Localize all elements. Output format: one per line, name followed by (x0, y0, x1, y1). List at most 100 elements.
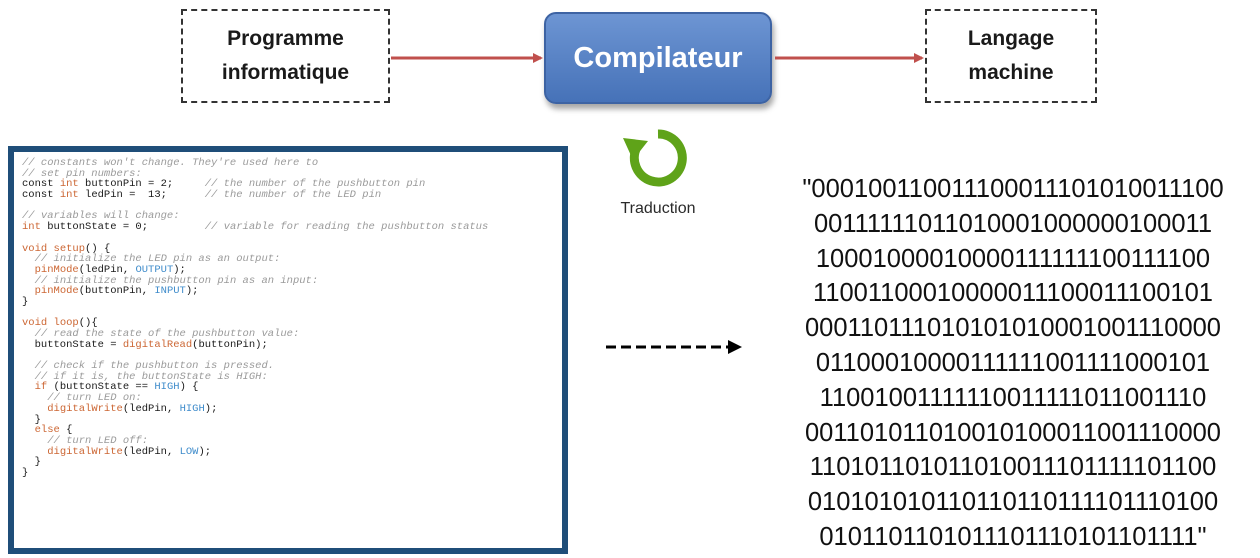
code-token: ); (173, 263, 186, 276)
code-line: } (22, 468, 554, 479)
code-token: const (22, 189, 60, 202)
binary-line: 10001000010000111111100111100 (815, 244, 1211, 273)
code-token: ); (204, 402, 218, 415)
code-token: setup (53, 242, 86, 255)
code-token: OUTPUT (135, 263, 174, 276)
code-token: HIGH (179, 402, 205, 415)
code-token: (ledPin, (78, 263, 136, 276)
code-line: pinMode(ledPin, OUTPUT); (22, 265, 554, 276)
code-token: int (59, 189, 79, 202)
binary-line: 00111111011010001000000100011 (813, 209, 1213, 238)
rotate-arrow-icon (623, 129, 687, 187)
code-token: ledPin = 13; (78, 189, 205, 202)
binary-line: 11001001111110011111011001110 (819, 383, 1207, 412)
code-token: buttonState = (22, 338, 123, 351)
code-token: // variables will change: (22, 210, 180, 223)
code-token: } (22, 295, 29, 308)
code-token: (){ (78, 317, 98, 330)
code-token: LOW (179, 445, 199, 458)
code-token: ); (185, 285, 199, 298)
compiler-box: Compilateur (544, 12, 772, 104)
code-token: { (59, 424, 73, 437)
code-line: const int ledPin = 13; // the number of … (22, 190, 554, 201)
code-line: // turn LED off: (22, 436, 554, 447)
code-line: digitalWrite(ledPin, LOW); (22, 445, 554, 458)
code-token: pinMode (34, 285, 79, 298)
binary-line: 11001100010000011100011100101 (813, 279, 1213, 308)
code-token: // initialize the pushbutton pin as an i… (34, 274, 319, 287)
code-line: // check if the pushbutton is pressed. (22, 361, 554, 372)
code-token: // check if the pushbutton is pressed. (34, 360, 275, 373)
code-token: // initialize the LED pin as an output: (34, 253, 281, 266)
code-token: pinMode (34, 263, 79, 276)
code-line: // constants won't change. They're used … (22, 158, 554, 169)
binary-line: 0101101101011101110101101111" (819, 522, 1207, 551)
program-box: Programme informatique (181, 9, 390, 103)
code-token: buttonPin = 2; (78, 178, 205, 191)
code-line (22, 308, 554, 319)
code-line: void setup() { (22, 242, 554, 255)
binary-line: 110101101011010011101111101100 (809, 453, 1217, 482)
code-token: // the number of the pushbutton pin (204, 178, 426, 191)
binary-line: "000100110011100011101010011100 (802, 175, 1224, 203)
machine-code-box: Langage machine (925, 9, 1097, 103)
code-line: } (22, 457, 554, 468)
code-token: const (22, 178, 60, 191)
code-token: // if it is, the buttonState is HIGH: (34, 370, 268, 383)
binary-lines: "000100110011100011101010011100 001111110… (768, 172, 1258, 555)
code-token: (buttonPin, (78, 285, 155, 298)
compiler-box-label: Compilateur (573, 41, 743, 74)
code-line: pinMode(buttonPin, INPUT); (22, 286, 554, 297)
code-token: (ledPin, (122, 402, 180, 415)
code-token: // the number of the LED pin (204, 189, 382, 202)
code-line: // if it is, the buttonState is HIGH: (22, 370, 554, 383)
program-box-label: Programme informatique (221, 27, 350, 84)
code-token: } (22, 413, 41, 426)
code-line: else { (22, 425, 554, 436)
code-lines: // constants won't change. They're used … (22, 158, 554, 479)
code-token: ); (198, 445, 212, 458)
code-line: digitalWrite(ledPin, HIGH); (22, 402, 554, 415)
code-token: if (34, 381, 48, 394)
code-token: digitalRead (122, 338, 193, 351)
code-token: else (34, 424, 60, 437)
translation-label: Traduction (620, 200, 696, 217)
code-token: digitalWrite (47, 445, 123, 458)
code-token: ) { (179, 381, 199, 394)
code-line: const int buttonPin = 2; // the number o… (22, 179, 554, 190)
binary-line: 000110111010101010001001110000 (805, 314, 1221, 343)
binary-line: 001101011010010100011001110000 (805, 418, 1221, 447)
code-line: if (buttonState == HIGH) { (22, 382, 554, 393)
code-line: void loop(){ (22, 318, 554, 329)
code-token: // set pin numbers: (22, 167, 142, 180)
code-token: // read the state of the pushbutton valu… (34, 328, 300, 340)
code-token: // constants won't change. They're used … (22, 157, 319, 169)
code-token: int (22, 221, 41, 234)
code-line: // read the state of the pushbutton valu… (22, 329, 554, 340)
code-token: (ledPin, (122, 445, 180, 458)
code-token: (buttonPin); (192, 338, 268, 351)
code-line: } (22, 413, 554, 426)
code-token: (buttonState == (47, 381, 155, 394)
code-line: // initialize the pushbutton pin as an i… (22, 274, 554, 287)
source-code-panel: // constants won't change. They're used … (8, 146, 568, 554)
code-token: // turn LED on: (47, 392, 142, 405)
code-line: buttonState = digitalRead(buttonPin); (22, 338, 554, 351)
code-line: // variables will change: (22, 211, 554, 222)
code-line: int buttonState = 0; // variable for rea… (22, 222, 554, 233)
code-token: // variable for reading the pushbutton s… (204, 221, 489, 234)
code-line: } (22, 297, 554, 308)
code-token: // turn LED off: (47, 434, 149, 447)
binary-line: 010101010110110110111101110100 (807, 488, 1219, 517)
code-token: () { (85, 242, 111, 255)
code-token: void (22, 317, 48, 330)
code-token: void (22, 242, 48, 255)
code-token: buttonState = 0; (40, 221, 205, 234)
code-token: } (22, 456, 41, 469)
binary-line: 01100010000111111001111000101 (815, 348, 1211, 377)
code-token: } (22, 466, 29, 479)
code-line: // initialize the LED pin as an output: (22, 254, 554, 265)
code-line: // set pin numbers: (22, 167, 554, 180)
